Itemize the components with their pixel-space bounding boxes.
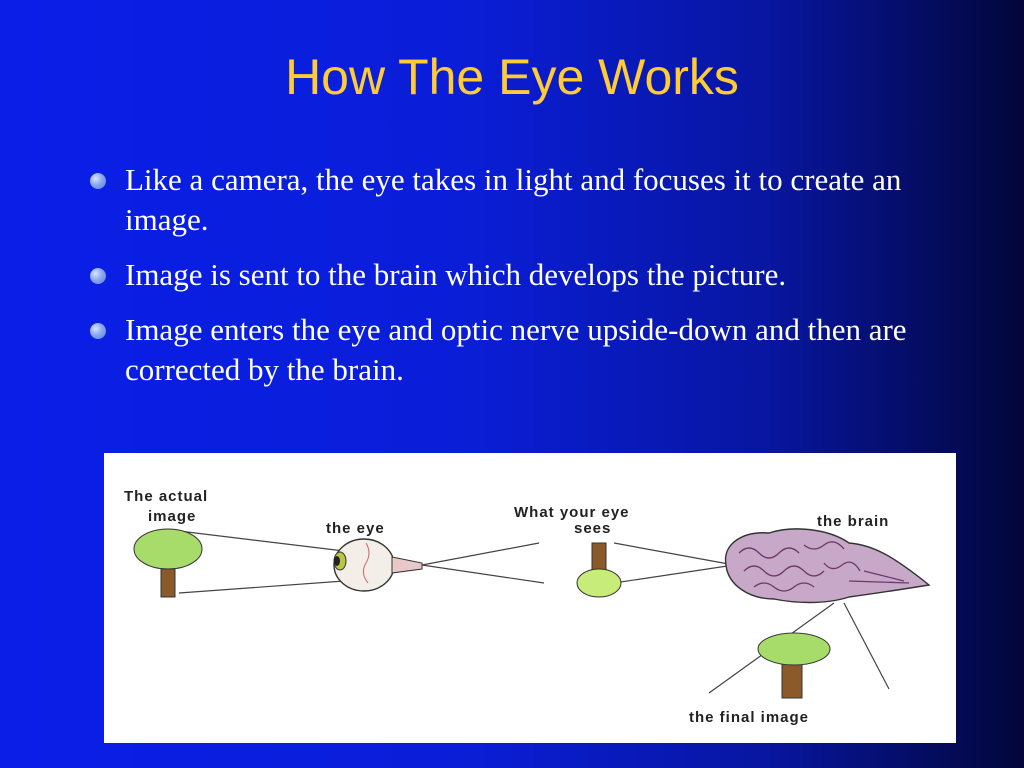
bullet-text: Like a camera, the eye takes in light an… [125, 162, 902, 237]
inverted-tree-icon [576, 542, 622, 598]
bullet-list: Like a camera, the eye takes in light an… [88, 160, 948, 405]
bullet-item: Image is sent to the brain which develop… [88, 255, 948, 295]
bullet-text: Image is sent to the brain which develop… [125, 257, 787, 292]
eyeball-icon [333, 538, 423, 592]
label-brain: the brain [817, 513, 889, 530]
label-eye-sees-line2: sees [574, 520, 611, 537]
final-tree-icon [757, 632, 831, 699]
actual-tree-icon [133, 528, 203, 598]
bullet-item: Image enters the eye and optic nerve ups… [88, 310, 948, 390]
bullet-text: Image enters the eye and optic nerve ups… [125, 312, 907, 387]
eye-diagram-svg: The actual image the eye What your eye s… [124, 488, 931, 726]
eye-diagram-figure: The actual image the eye What your eye s… [104, 453, 956, 743]
bullet-dot-icon [90, 268, 106, 284]
bullet-dot-icon [90, 323, 106, 339]
label-eye: the eye [326, 520, 385, 537]
label-actual-image-line2: image [148, 508, 196, 525]
slide-title: How The Eye Works [285, 49, 739, 105]
label-actual-image-line1: The actual [124, 488, 208, 505]
label-final-image: the final image [689, 709, 809, 726]
bullet-dot-icon [90, 173, 106, 189]
label-eye-sees-line1: What your eye [514, 504, 630, 521]
bullet-item: Like a camera, the eye takes in light an… [88, 160, 948, 240]
brain-icon [724, 528, 931, 604]
